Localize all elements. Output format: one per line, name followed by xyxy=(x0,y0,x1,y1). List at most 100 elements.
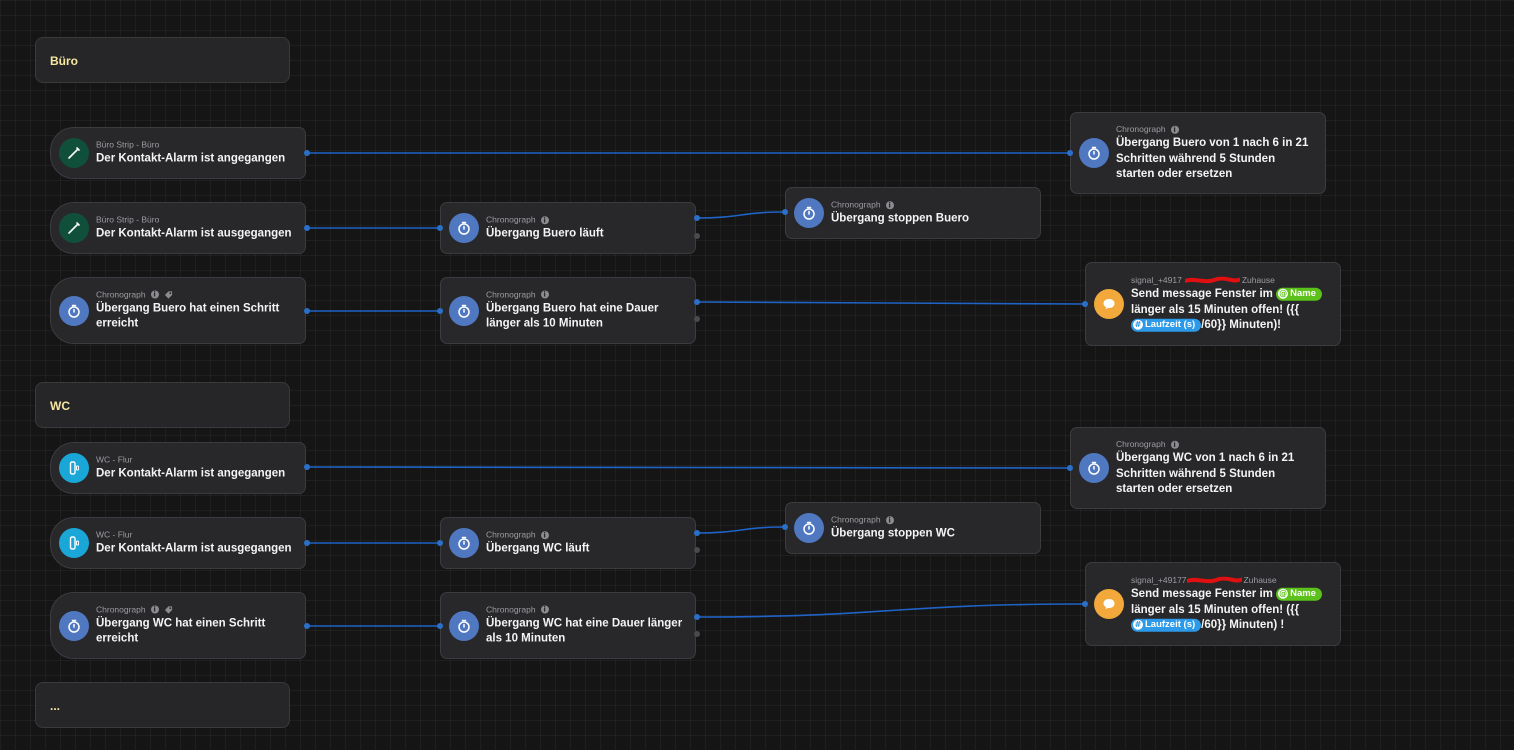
input-port[interactable] xyxy=(782,524,788,530)
output-port-false[interactable] xyxy=(694,316,700,322)
node-source-suffix: Zuhause xyxy=(1241,274,1275,285)
tag-icon[interactable] xyxy=(164,605,173,614)
stopwatch-icon xyxy=(449,213,479,243)
group-title: Büro xyxy=(50,54,78,68)
connection-wire[interactable] xyxy=(696,526,786,534)
output-port-false[interactable] xyxy=(694,233,700,239)
input-port[interactable] xyxy=(437,540,443,546)
name-token-pill[interactable]: @Name xyxy=(1276,587,1322,601)
node-source-label: Chronograph xyxy=(96,604,146,614)
node-title: Send message Fenster im @Name länger als… xyxy=(1131,587,1330,634)
trigger-card[interactable]: Chronograph i Übergang Buero hat einen S… xyxy=(50,277,306,344)
output-port-true[interactable] xyxy=(694,299,700,305)
hash-icon: # xyxy=(1133,319,1143,330)
info-icon[interactable]: i xyxy=(540,605,549,614)
hash-icon: # xyxy=(1133,619,1143,630)
node-title: Übergang Buero von 1 nach 6 in 21 Schrit… xyxy=(1116,136,1309,180)
speech-bubble-icon xyxy=(1094,589,1124,619)
connection-wire[interactable] xyxy=(696,603,1086,618)
output-port-true[interactable] xyxy=(694,614,700,620)
group-card-more[interactable]: ... xyxy=(35,682,290,728)
output-port[interactable] xyxy=(304,540,310,546)
output-port[interactable] xyxy=(304,308,310,314)
node-source: Chronograph i xyxy=(486,289,685,300)
door-sensor-icon xyxy=(59,528,89,558)
node-source-label: Chronograph xyxy=(831,514,881,525)
group-card-wc[interactable]: WC xyxy=(35,382,290,428)
node-source-prefix: signal_+4917 xyxy=(1131,274,1182,285)
name-token-pill[interactable]: @Name xyxy=(1276,287,1322,301)
output-port[interactable] xyxy=(304,225,310,231)
input-port[interactable] xyxy=(782,209,788,215)
input-port[interactable] xyxy=(1082,601,1088,607)
input-port[interactable] xyxy=(1082,301,1088,307)
output-port-false[interactable] xyxy=(694,631,700,637)
action-card[interactable]: Chronograph i Übergang Buero von 1 nach … xyxy=(1070,112,1326,194)
node-title: Übergang WC läuft xyxy=(486,542,590,555)
node-source-label: Chronograph xyxy=(831,199,881,210)
output-port-true[interactable] xyxy=(694,530,700,536)
tag-icon[interactable] xyxy=(164,290,173,299)
message-text-middle: länger als 15 Minuten offen! ({{ xyxy=(1131,303,1300,316)
node-title: Übergang Buero hat einen Schritt erreich… xyxy=(96,302,280,330)
connection-wire[interactable] xyxy=(306,466,1071,469)
info-icon[interactable]: i xyxy=(540,215,549,224)
node-title: Der Kontakt-Alarm ist ausgegangen xyxy=(96,542,292,555)
node-title: Übergang Buero hat eine Dauer länger als… xyxy=(486,302,659,330)
action-card[interactable]: Chronograph i Übergang WC von 1 nach 6 i… xyxy=(1070,427,1326,509)
connection-wire[interactable] xyxy=(696,211,786,219)
info-icon[interactable]: i xyxy=(540,290,549,299)
trigger-card[interactable]: WC - Flur Der Kontakt-Alarm ist angegang… xyxy=(50,442,306,494)
group-title: ... xyxy=(50,699,61,713)
input-port[interactable] xyxy=(437,308,443,314)
message-text-start: Send message Fenster im xyxy=(1131,587,1277,600)
trigger-card[interactable]: WC - Flur Der Kontakt-Alarm ist ausgegan… xyxy=(50,517,306,569)
stopwatch-icon xyxy=(59,610,89,641)
output-port[interactable] xyxy=(304,150,310,156)
input-port[interactable] xyxy=(437,623,443,629)
action-card[interactable]: Chronograph i Übergang stoppen Buero xyxy=(785,187,1041,239)
output-port[interactable] xyxy=(304,464,310,470)
info-icon[interactable]: i xyxy=(1170,440,1179,449)
trigger-card[interactable]: Büro Strip - Büro Der Kontakt-Alarm ist … xyxy=(50,127,306,179)
node-source-label: Chronograph xyxy=(1116,123,1166,134)
output-port[interactable] xyxy=(304,623,310,629)
redaction-scribble xyxy=(1186,576,1242,583)
info-icon[interactable]: i xyxy=(1170,125,1179,134)
node-source: Büro Strip - Büro xyxy=(96,139,160,150)
node-source-label: Chronograph xyxy=(96,289,146,299)
output-port-false[interactable] xyxy=(694,547,700,553)
info-icon[interactable]: i xyxy=(150,290,159,299)
action-card[interactable]: signal_+49177 Zuhause Send message Fenst… xyxy=(1085,562,1341,646)
message-text-end: /60}} Minuten)! xyxy=(1201,318,1282,331)
info-icon[interactable]: i xyxy=(885,200,894,209)
info-icon[interactable]: i xyxy=(540,530,549,539)
condition-card[interactable]: Chronograph i Übergang Buero läuft xyxy=(440,202,696,254)
stopwatch-icon xyxy=(449,610,479,641)
node-title: Send message Fenster im @Name länger als… xyxy=(1131,287,1330,334)
connection-wire[interactable] xyxy=(696,301,1086,305)
node-source-label: Chronograph xyxy=(486,214,536,225)
node-source: signal_+4917 Zuhause xyxy=(1131,275,1330,286)
action-card[interactable]: Chronograph i Übergang stoppen WC xyxy=(785,502,1041,554)
node-source: Chronograph i xyxy=(486,604,685,615)
input-port[interactable] xyxy=(1067,150,1073,156)
input-port[interactable] xyxy=(437,225,443,231)
node-source: Chronograph i xyxy=(96,289,295,300)
info-icon[interactable]: i xyxy=(885,515,894,524)
condition-card[interactable]: Chronograph i Übergang WC läuft xyxy=(440,517,696,569)
runtime-token-pill[interactable]: #Laufzeit (s) xyxy=(1131,318,1202,332)
group-card-buero[interactable]: Büro xyxy=(35,37,290,83)
condition-card[interactable]: Chronograph i Übergang WC hat eine Dauer… xyxy=(440,592,696,659)
output-port-true[interactable] xyxy=(694,215,700,221)
input-port[interactable] xyxy=(1067,465,1073,471)
trigger-card[interactable]: Büro Strip - Büro Der Kontakt-Alarm ist … xyxy=(50,202,306,254)
trigger-card[interactable]: Chronograph i Übergang WC hat einen Schr… xyxy=(50,592,306,659)
stopwatch-icon xyxy=(1079,138,1109,168)
info-icon[interactable]: i xyxy=(150,605,159,614)
action-card[interactable]: signal_+4917 Zuhause Send message Fenste… xyxy=(1085,262,1341,346)
runtime-token-pill[interactable]: #Laufzeit (s) xyxy=(1131,618,1202,632)
node-title: Der Kontakt-Alarm ist angegangen xyxy=(96,152,286,165)
condition-card[interactable]: Chronograph i Übergang Buero hat eine Da… xyxy=(440,277,696,344)
